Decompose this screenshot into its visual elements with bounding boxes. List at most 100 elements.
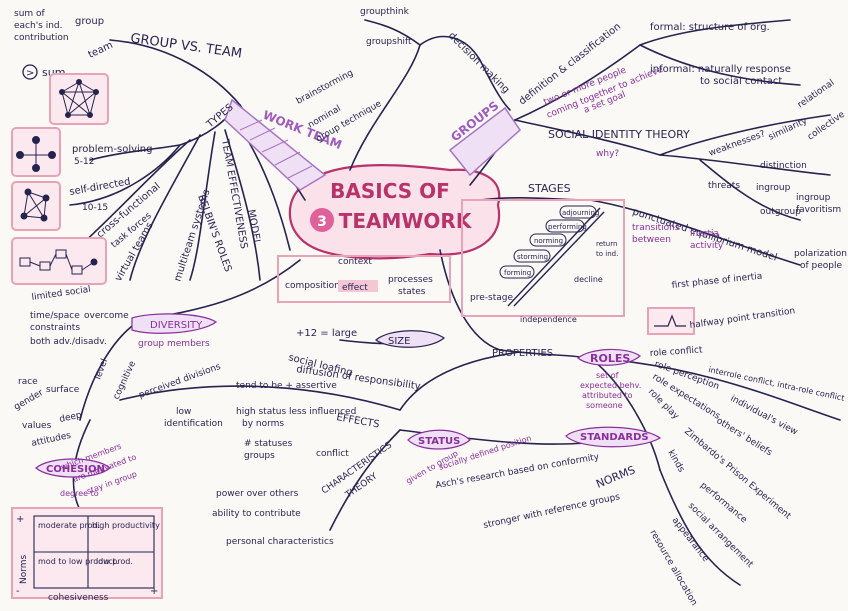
network-icon-4 [19, 249, 98, 275]
cell-22: low prod. [96, 557, 133, 566]
chapter-number-badge [310, 208, 334, 232]
activity: activity [690, 241, 724, 251]
sum-of-ind-1: sum of [14, 9, 46, 19]
diversity-tag [131, 313, 218, 334]
network-icon-3 [20, 188, 50, 222]
deep: deep [59, 410, 83, 425]
network-icon-1 [59, 79, 99, 118]
self-directed-size: 10-15 [82, 203, 108, 213]
model-states: states [398, 287, 426, 297]
polarization: polarization [794, 249, 847, 259]
cell-12: high productivity [92, 521, 160, 530]
informal-2: to social contact [700, 76, 782, 87]
values: values [22, 421, 52, 431]
constraints: constraints [30, 323, 80, 333]
inertia-graph-box [647, 307, 695, 335]
stage-adjourning: adjourning [562, 209, 599, 217]
groups-tag [448, 106, 521, 177]
transitions: transitions [632, 223, 680, 233]
problem-solving: problem-solving [72, 144, 152, 155]
problem-solving-size: 5-12 [74, 157, 94, 167]
cohesion-label: COHESION [46, 464, 105, 475]
stage-performing: performing [548, 223, 587, 231]
why: why? [596, 149, 619, 159]
center-title-line1: BASICS OF [330, 179, 450, 203]
sum-marker-circle [22, 64, 38, 80]
stages-box [461, 199, 625, 317]
matrix-minus: - [16, 586, 20, 597]
diversity-label: DIVERSITY [150, 320, 203, 331]
inertia-graph-icon [654, 314, 686, 327]
social-identity-theory: SOCIAL IDENTITY THEORY [548, 128, 690, 141]
independence: independence [520, 315, 577, 324]
personal-characteristics: personal characteristics [226, 537, 334, 547]
network-diagram-box-1 [49, 73, 109, 125]
by-norms: by norms [242, 419, 284, 429]
ability-to-contribute: ability to contribute [212, 509, 301, 519]
outgroup: outgroup [760, 207, 801, 217]
model-context: context [338, 257, 372, 267]
size-range: +12 = large [296, 328, 357, 339]
stage-decline: decline [574, 275, 603, 284]
cohesion-norms-matrix: Norms + - + moderate prod. high producti… [11, 507, 163, 603]
role-conflict: role conflict [650, 345, 704, 359]
standards-tag [565, 426, 662, 448]
roles-def-4: someone [586, 401, 623, 410]
size-label: SIZE [388, 336, 410, 347]
stages-staircase [499, 205, 605, 307]
informal: informal: naturally response [650, 64, 791, 75]
center-title-line2: TEAMWORK [339, 209, 473, 233]
overcome: overcome [84, 311, 129, 321]
groupthink: groupthink [360, 7, 410, 17]
ingroup-fav: ingroup [796, 193, 831, 203]
statuses: # statuses [244, 439, 293, 449]
low-ident: low [176, 407, 191, 417]
sum-marker: > [26, 68, 34, 79]
of-people: of people [800, 261, 843, 271]
low-ident-2: identification [164, 419, 223, 429]
threats: threats [708, 181, 740, 191]
network-icon-2 [16, 136, 56, 172]
return: return [596, 240, 617, 248]
stage-norming: norming [534, 237, 563, 245]
between: between [632, 235, 671, 245]
group-members: group members [138, 339, 210, 349]
effectiveness-model-box: context composition effect processes sta… [277, 255, 451, 303]
race: race [18, 377, 38, 387]
roles-def-3: attributed to [582, 391, 633, 400]
cohesion-def-1: degree to [60, 489, 99, 498]
tend-to-be: tend to be + assertive [236, 381, 337, 391]
favoritism: favoritism [796, 205, 841, 215]
sum-of-ind-2: each's ind. [14, 21, 63, 31]
power-over-others: power over others [216, 489, 299, 499]
cohesion-tag [35, 458, 111, 478]
roles-def-1: set of [596, 371, 619, 380]
roles-label: ROLES [590, 352, 630, 365]
size-tag [375, 330, 445, 348]
to-ind: to ind. [596, 250, 618, 258]
matrix-cohesiveness: cohesiveness [48, 593, 109, 603]
inertia: inertia [690, 229, 719, 239]
time-space: time/space [30, 311, 80, 321]
group-word: group [75, 16, 104, 27]
groupshift: groupshift [366, 37, 412, 47]
surface: surface [46, 385, 80, 395]
model-composition: composition [285, 281, 340, 291]
chapter-number: 3 [317, 214, 327, 230]
sum-of-ind-3: contribution [14, 33, 69, 43]
status-tag [407, 429, 471, 450]
matrix-norms: Norms [19, 554, 29, 584]
matrix-plus-right: + [150, 586, 158, 597]
model-processes: processes [388, 275, 433, 285]
ingroup: ingroup [756, 183, 791, 193]
model-effect: effect [342, 283, 368, 293]
matrix-plus-top: + [16, 514, 24, 525]
status-groups: groups [244, 451, 275, 461]
distinction: distinction [760, 161, 807, 171]
stage-forming: forming [504, 269, 531, 277]
roles-def-2: expected behv. [580, 381, 641, 390]
formal: formal: structure of org. [650, 22, 770, 33]
work-team-tag [224, 98, 327, 191]
properties-label: PROPERTIES [492, 348, 553, 359]
